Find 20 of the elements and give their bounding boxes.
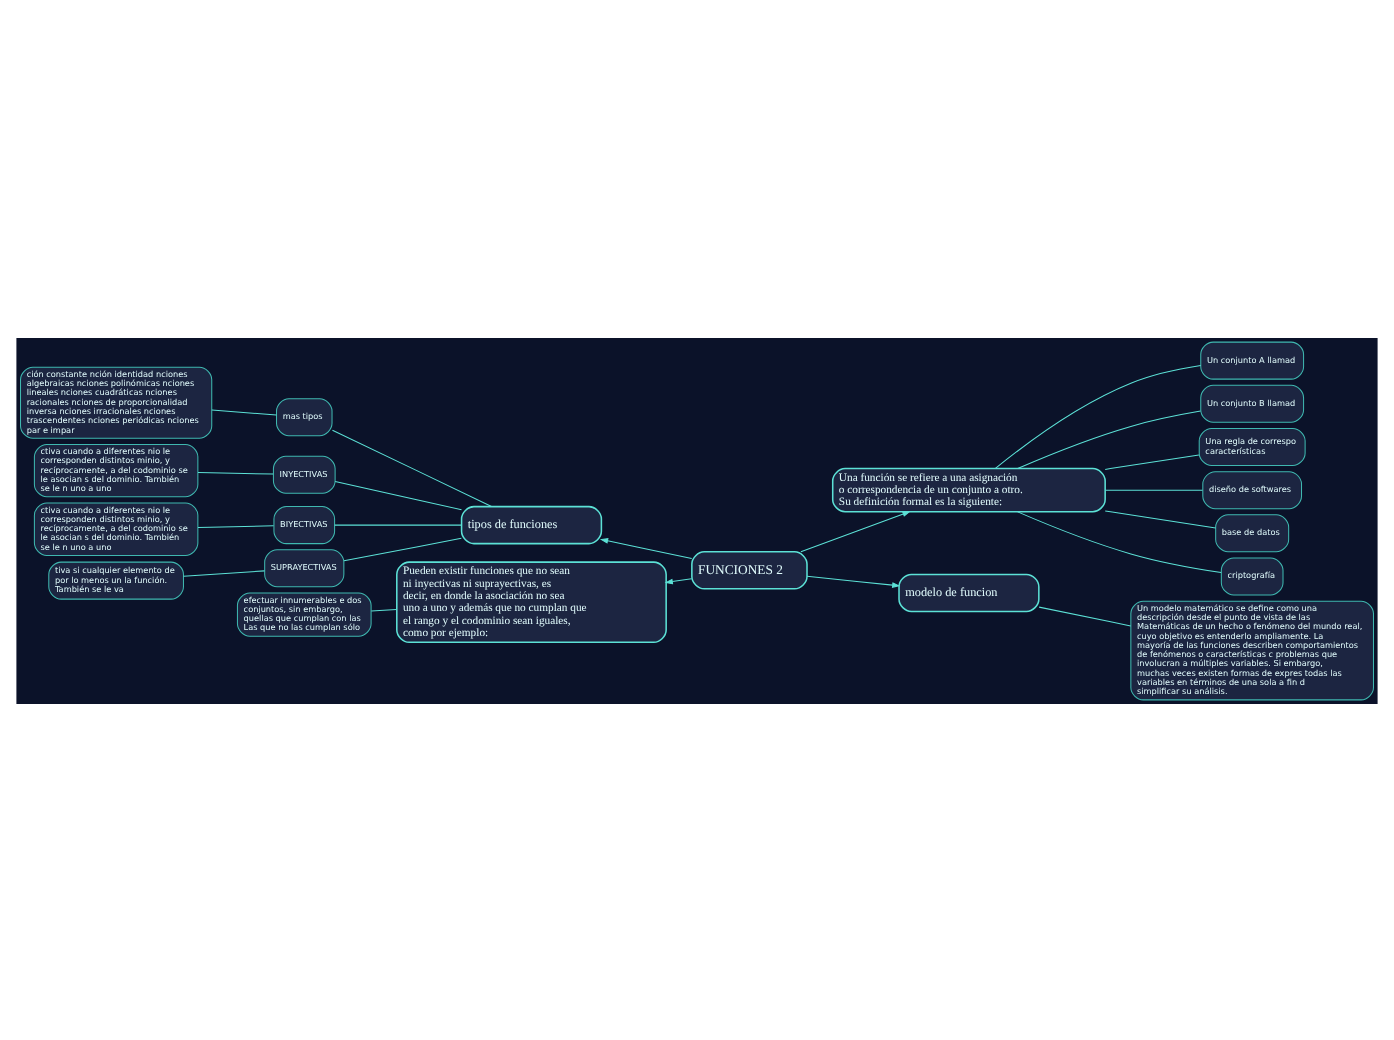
connector — [331, 428, 492, 506]
connector — [1017, 510, 1222, 572]
arrow — [599, 537, 693, 558]
connector — [1104, 453, 1200, 469]
arrow — [664, 577, 693, 584]
connector — [1104, 488, 1204, 490]
connector — [334, 479, 463, 510]
connector — [334, 523, 462, 525]
connector — [197, 470, 274, 474]
connector — [211, 408, 277, 415]
connector — [343, 536, 462, 561]
connector — [1104, 509, 1217, 528]
arrow — [806, 574, 901, 587]
arrow — [800, 510, 911, 552]
connector — [183, 569, 266, 576]
connector — [1017, 409, 1202, 468]
connector — [197, 524, 275, 527]
connector — [994, 364, 1202, 468]
connector — [1038, 605, 1132, 626]
connector — [370, 608, 397, 611]
